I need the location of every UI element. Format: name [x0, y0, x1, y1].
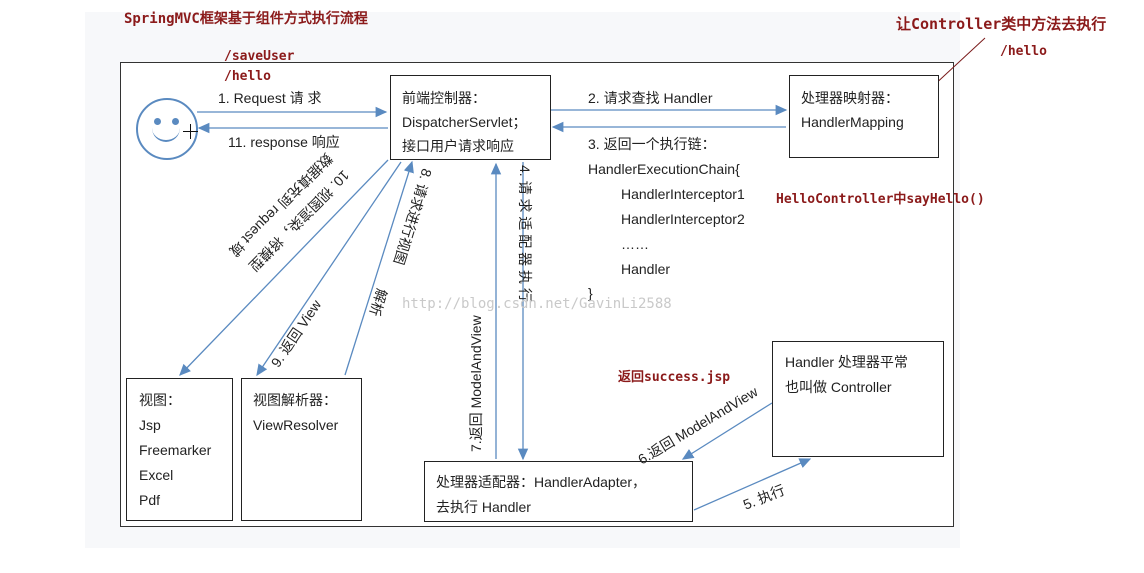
arrow-6-modelandview: [681, 402, 773, 460]
view-item-freemarker: Freemarker: [139, 442, 212, 458]
front-controller-desc: 接口用户请求响应: [402, 138, 514, 154]
arrow-5-execute: [693, 458, 812, 511]
chain-interceptor-1: HandlerInterceptor1: [621, 186, 745, 202]
handler-title: Handler 处理器平常: [785, 354, 908, 370]
chain-interceptor-2: HandlerInterceptor2: [621, 211, 745, 227]
handler-desc: 也叫做 Controller: [785, 379, 892, 395]
view-item-pdf: Pdf: [139, 492, 161, 508]
step-7-label: 7.返回 ModelAndView: [468, 315, 484, 452]
front-controller-box: 前端控制器： DispatcherServlet； 接口用户请求响应: [390, 75, 551, 160]
handler-mapping-box: 处理器映射器： HandlerMapping: [789, 75, 939, 158]
view-resolver-box: 视图解析器： ViewResolver: [241, 378, 362, 521]
view-title: 视图：: [139, 392, 181, 408]
cursor-crosshair-icon: [183, 124, 198, 139]
front-controller-title: 前端控制器：: [402, 90, 486, 106]
watermark-text: http://blog.csdn.net/GavinLi2588: [402, 296, 672, 312]
view-resolver-name: ViewResolver: [253, 417, 339, 433]
user-smiley-icon: [136, 98, 198, 160]
arrow-9-return-view: [256, 161, 402, 377]
return-success-note: 返回success.jsp: [618, 370, 731, 385]
view-item-excel: Excel: [139, 467, 174, 483]
chain-handler: Handler: [621, 261, 671, 277]
arrow-10-render: [179, 159, 389, 376]
hello-path-left: /hello: [224, 69, 271, 84]
controller-method-note: HelloController中sayHello(): [776, 192, 985, 207]
chain-ellipsis: ……: [621, 236, 649, 252]
handler-adapter-desc: 去执行 Handler: [436, 499, 531, 515]
handler-adapter-box: 处理器适配器：HandlerAdapter， 去执行 Handler: [424, 461, 693, 522]
view-resolver-title: 视图解析器：: [253, 392, 337, 408]
view-box: 视图： Jsp Freemarker Excel Pdf: [126, 378, 233, 521]
arrow-8-resolve: [344, 160, 414, 376]
step-11-label: 11. response 响应: [228, 134, 340, 150]
hello-path-right: /hello: [1000, 44, 1047, 59]
view-item-jsp: Jsp: [139, 417, 161, 433]
step-1-label: 1. Request 请 求: [218, 90, 322, 106]
step-4-label: 4. 请 求 适 配 器 执 行: [517, 165, 533, 302]
step-2-label: 2. 请求查找 Handler: [588, 90, 713, 106]
chain-close: }: [588, 285, 593, 301]
diagram-title: SpringMVC框架基于组件方式执行流程: [124, 11, 368, 27]
chain-open: HandlerExecutionChain{: [588, 161, 740, 177]
handler-mapping-title: 处理器映射器：: [801, 90, 899, 106]
step-3-label: 3. 返回一个执行链：: [588, 136, 716, 152]
handler-mapping-name: HandlerMapping: [801, 114, 904, 130]
handler-adapter-title: 处理器适配器：HandlerAdapter，: [436, 474, 647, 490]
front-controller-name: DispatcherServlet；: [402, 114, 527, 130]
controller-execute-note: 让Controller类中方法去执行: [896, 15, 1107, 33]
handler-box: Handler 处理器平常 也叫做 Controller: [772, 341, 944, 457]
save-user-path: /saveUser: [224, 49, 295, 64]
